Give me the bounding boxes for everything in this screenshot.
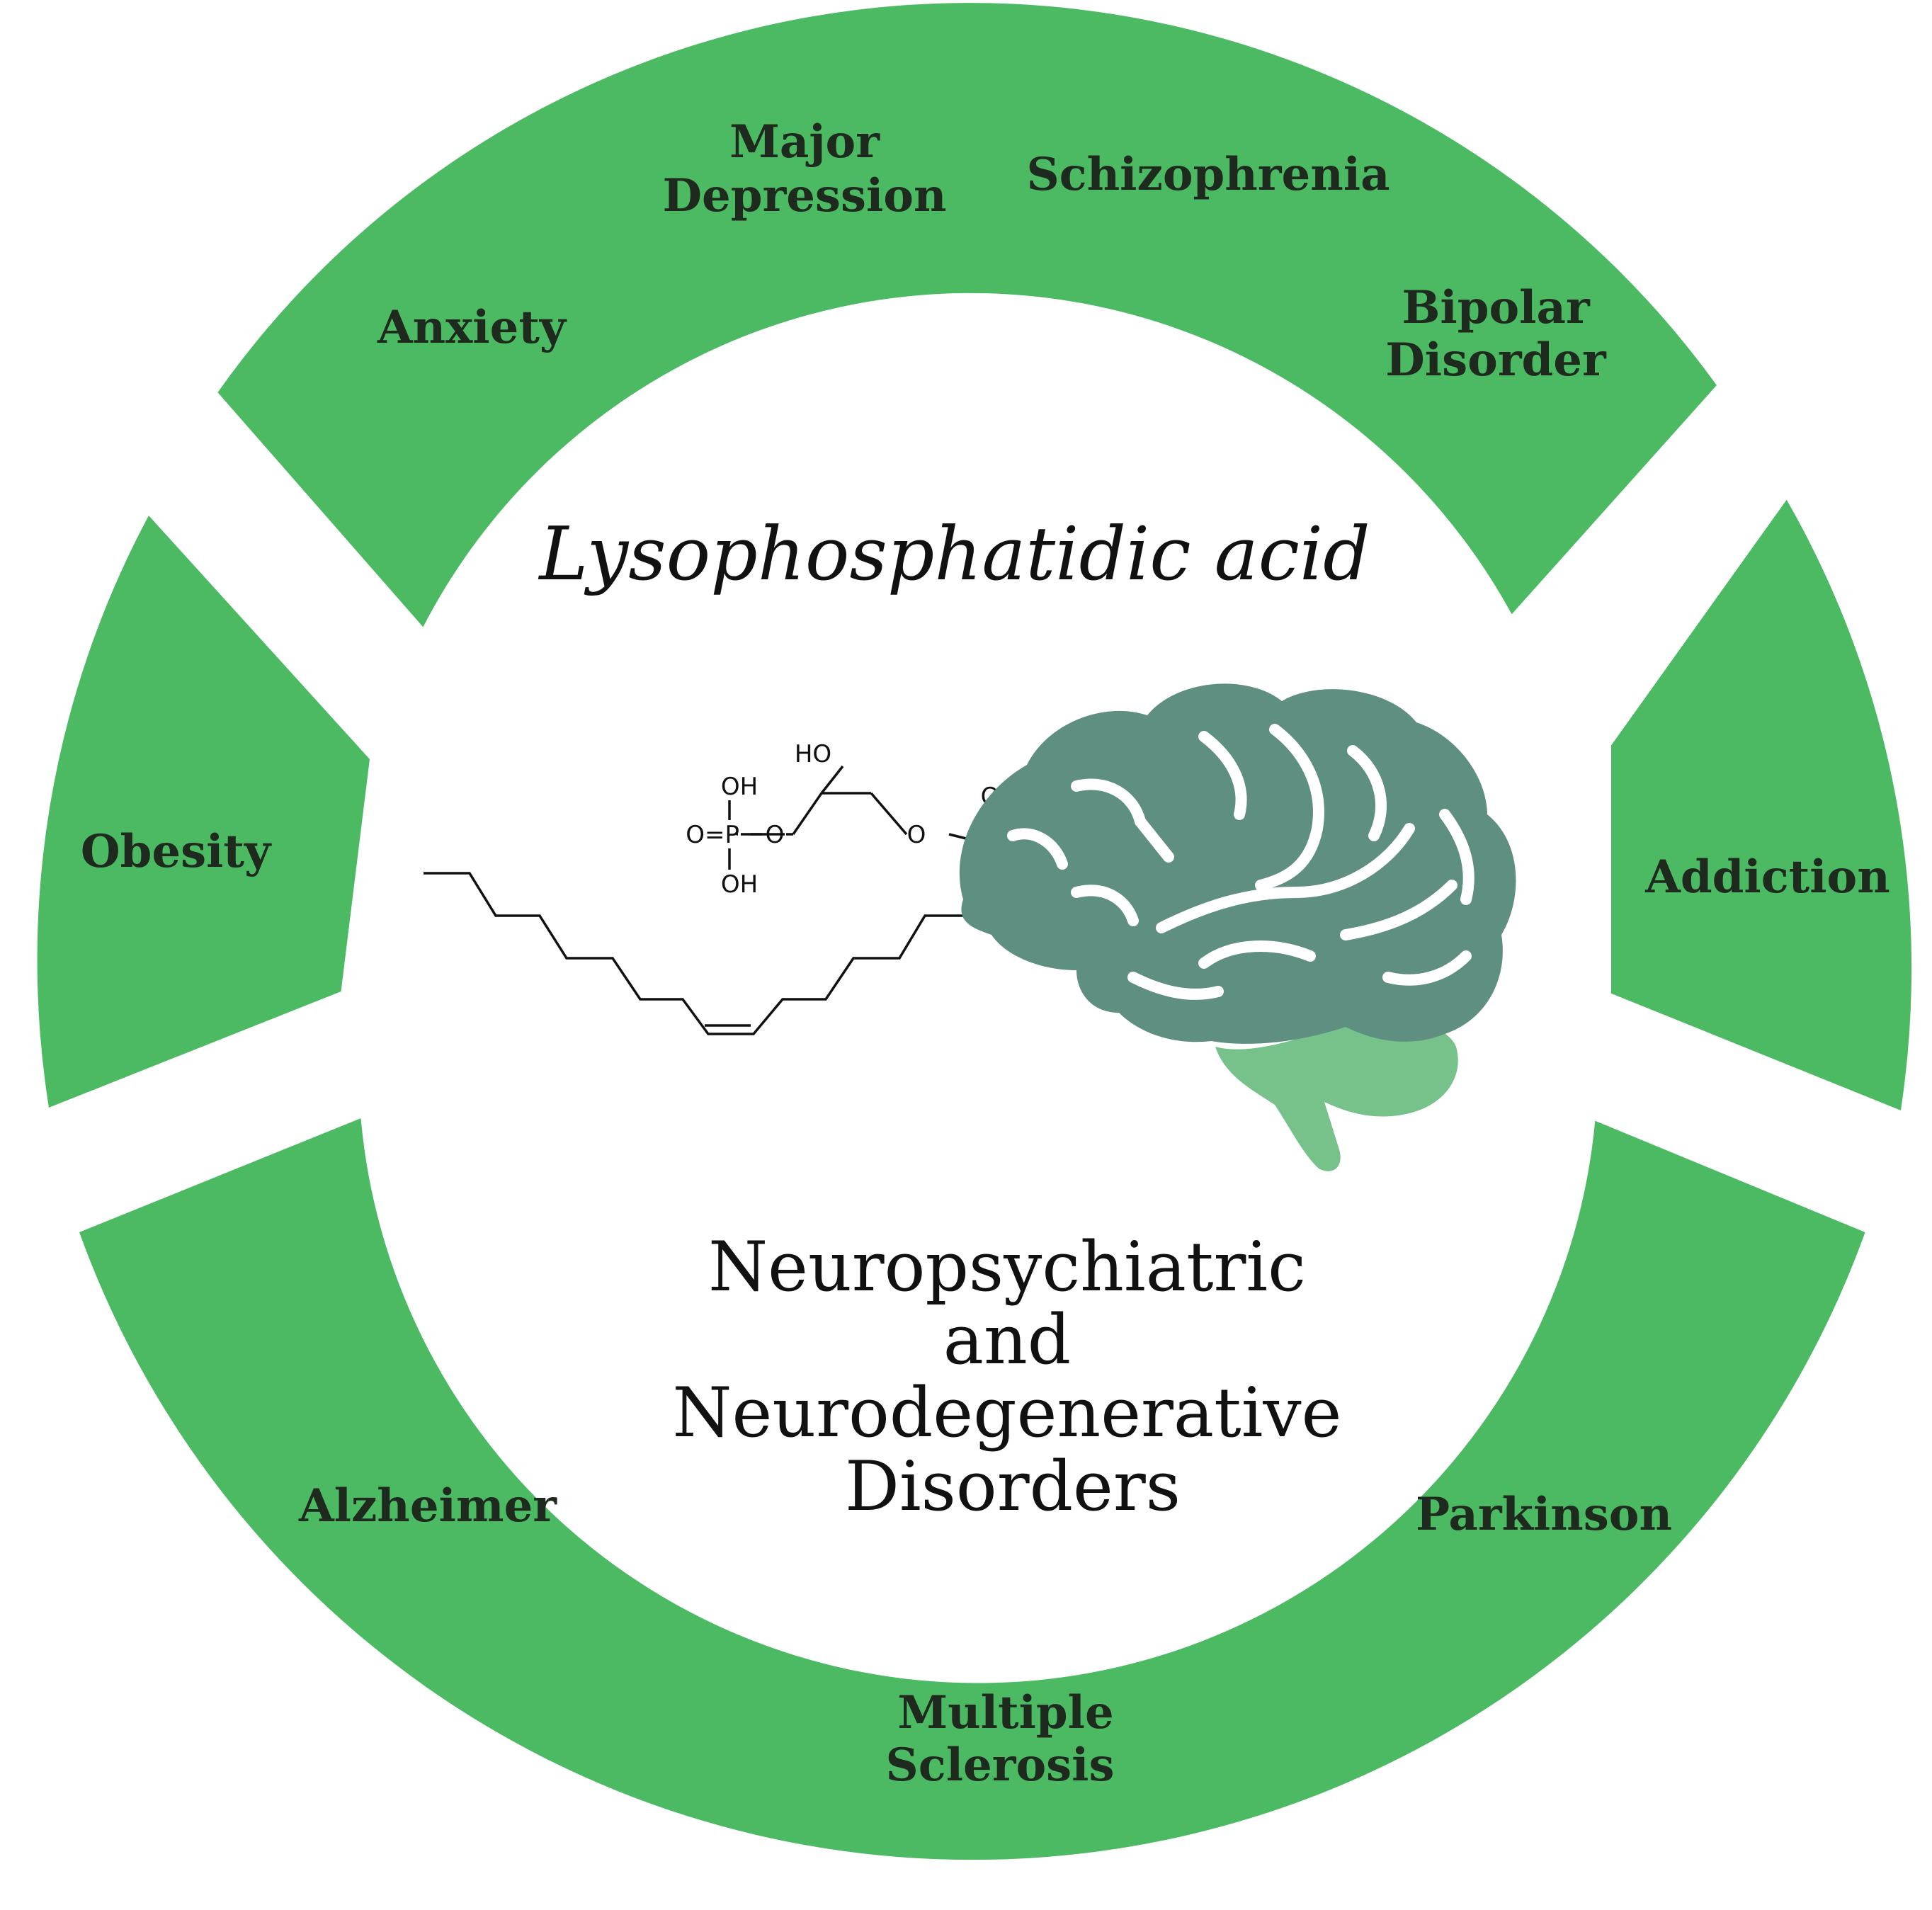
label-bipolar-2: Disorder — [1385, 334, 1607, 387]
sulcus-5 — [1347, 745, 1387, 841]
chem-o-link: O — [766, 821, 785, 849]
glycerol-bond-3 — [820, 765, 844, 795]
brain-icon — [959, 683, 1516, 1171]
molecule-labels: OH OH HO O=P O O O — [686, 740, 999, 899]
label-parkinson: Parkinson — [1416, 1488, 1672, 1541]
sulcus-13 — [1127, 972, 1224, 1000]
glycerol-bond-1 — [870, 792, 908, 836]
sulcus-7 — [1071, 885, 1139, 926]
chem-o-ester: O — [907, 821, 926, 849]
subtitle-line-1: Neuropsychiatric — [708, 1227, 1306, 1307]
segment-bottom — [79, 1118, 1865, 1860]
sulcus-10 — [1439, 809, 1474, 905]
label-schizophrenia: Schizophrenia — [1026, 148, 1390, 201]
center-subtitle: Neuropsychiatric and Neurodegenerative D… — [673, 1227, 1342, 1526]
sulcus-1 — [1071, 778, 1146, 827]
sulcus-3 — [1198, 731, 1247, 820]
acyl-chain — [424, 841, 998, 1035]
sulcus-4 — [1255, 724, 1324, 891]
lpa-molecule — [424, 765, 998, 1035]
label-major-depression-2: Depression — [663, 169, 947, 222]
ring — [37, 3, 1912, 1860]
cerebrum — [959, 683, 1516, 1044]
center-title: Lysophosphatidic acid — [538, 511, 1370, 597]
chem-oh-top: OH — [721, 773, 758, 801]
sulcus-6 — [1156, 823, 1415, 933]
chem-o-eq-p: O=P — [686, 821, 739, 849]
sulcus-9 — [1340, 880, 1457, 940]
sulcus-11 — [1382, 950, 1472, 986]
subtitle-line-2: and — [943, 1300, 1072, 1380]
segment-left — [37, 516, 370, 1108]
subtitle-line-3: Neurodegenerative — [673, 1373, 1342, 1453]
label-anxiety: Anxiety — [377, 301, 567, 354]
label-major-depression-1: Major — [729, 115, 880, 169]
cerebellum — [1215, 1019, 1458, 1171]
chem-ho: HO — [795, 740, 831, 768]
segment-right — [1611, 499, 1912, 1110]
label-multiple-sclerosis-2: Sclerosis — [886, 1739, 1115, 1792]
sulcus-8 — [1198, 940, 1316, 969]
chem-oh-bottom: OH — [721, 870, 758, 899]
brain-sulci — [1007, 724, 1474, 1000]
glycerol-bond-4 — [792, 792, 823, 835]
sulcus-2 — [1135, 816, 1174, 863]
sulcus-12 — [1007, 828, 1068, 870]
label-obesity: Obesity — [81, 825, 272, 878]
label-addiction: Addiction — [1644, 851, 1890, 904]
label-alzheimer: Alzheimer — [298, 1479, 557, 1533]
segment-top — [217, 3, 1717, 627]
subtitle-line-4: Disorders — [845, 1447, 1181, 1526]
label-multiple-sclerosis-1: Multiple — [897, 1686, 1113, 1739]
label-bipolar-1: Bipolar — [1402, 281, 1591, 334]
